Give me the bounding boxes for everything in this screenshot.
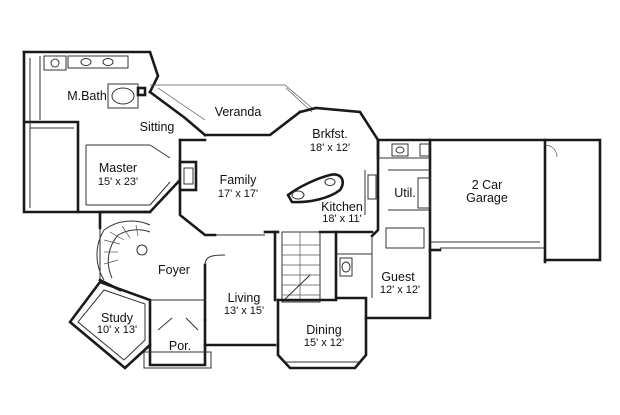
dining-dims: 15' x 12' <box>304 337 344 349</box>
guest-walls <box>334 227 432 320</box>
straight-stair-icon <box>281 231 321 303</box>
brkfst-dims: 18' x 12' <box>310 142 350 154</box>
mbath-label: M.Bath <box>67 89 107 103</box>
kitchen-dims: 18' x 11' <box>322 213 361 225</box>
mbath-fixtures <box>39 55 147 120</box>
foyer-walls <box>98 210 226 322</box>
master-label: Master <box>99 161 137 175</box>
master-dims: 15' x 23' <box>98 176 138 188</box>
master-suite-walls <box>22 50 207 214</box>
dining-label: Dining <box>306 323 341 337</box>
bathtub-icon <box>107 83 139 109</box>
room-labels: M.Bath Veranda Brkfst. 18' x 12' Sitting… <box>67 89 508 353</box>
guest-dims: 12' x 12' <box>380 284 420 296</box>
foyer-label: Foyer <box>158 263 190 277</box>
kitchen-island-icon <box>286 173 344 204</box>
spiral-stair-icon <box>96 220 151 281</box>
sitting-label: Sitting <box>140 120 175 134</box>
living-dims: 13' x 15' <box>224 305 264 317</box>
family-label: Family <box>220 173 258 187</box>
veranda-label: Veranda <box>215 105 262 119</box>
fireplace-icon <box>178 160 198 192</box>
garage-label: 2 Car <box>472 178 503 192</box>
study-dims: 10' x 13' <box>97 324 137 336</box>
central-walls <box>178 106 432 252</box>
utility-walls <box>376 138 431 211</box>
living-label: Living <box>228 291 261 305</box>
study-label: Study <box>101 311 134 325</box>
porch-walls <box>143 317 212 369</box>
porch-label: Por. <box>169 339 191 353</box>
util-label: Util. <box>394 186 416 200</box>
study-walls <box>68 280 152 370</box>
garage-label-2: Garage <box>466 191 508 205</box>
guest-label: Guest <box>381 270 415 284</box>
kitchen-label: Kitchen <box>321 200 363 214</box>
family-dims: 17' x 17' <box>218 188 258 200</box>
brkfst-label: Brkfst. <box>312 127 347 141</box>
garage-walls <box>428 138 602 264</box>
